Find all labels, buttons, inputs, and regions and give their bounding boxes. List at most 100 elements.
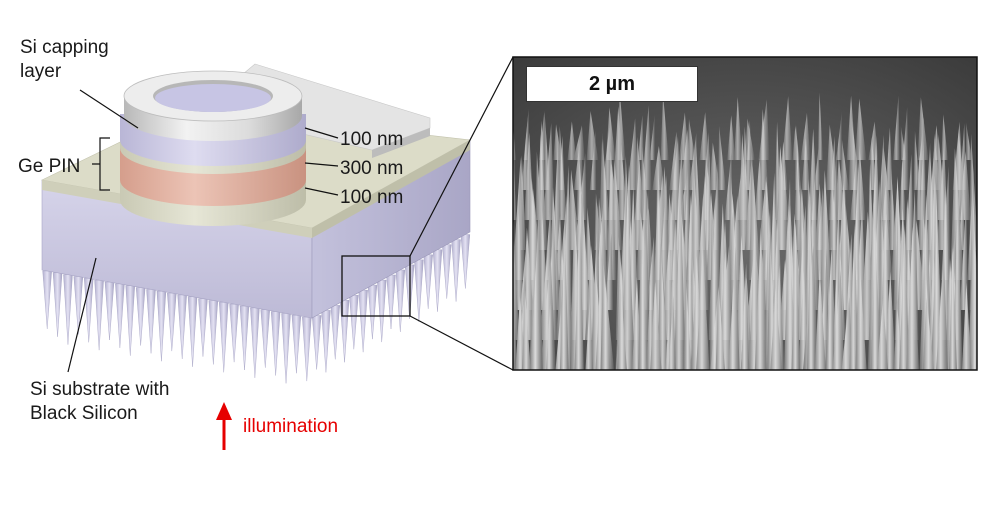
sem-needle — [513, 157, 526, 280]
sem-needle — [638, 256, 648, 370]
sem-needle — [775, 145, 790, 250]
leader-lines — [67, 89, 339, 373]
sem-needle — [546, 302, 554, 370]
ge-pin-label: Ge PIN — [18, 156, 81, 177]
black-silicon-spike — [104, 281, 115, 341]
capping-layer-label: Si capping layer — [20, 36, 109, 84]
sem-needle — [627, 118, 639, 190]
black-silicon-spike — [219, 302, 229, 373]
black-silicon-spike — [73, 276, 84, 335]
sem-needle — [673, 192, 686, 370]
sem-needle — [840, 139, 849, 190]
sem-needle — [836, 111, 842, 160]
sem-needle — [877, 297, 889, 370]
black-silicon-spike — [115, 283, 125, 348]
black-silicon-spike — [302, 316, 312, 382]
thickness-bottom-label: 100 nm — [340, 187, 404, 208]
sem-needle — [521, 289, 531, 370]
black-silicon-spike — [63, 274, 73, 345]
black-silicon-spike — [146, 289, 156, 354]
sem-needle — [514, 211, 525, 310]
scale-bar-label: 2 µm — [526, 66, 698, 102]
sem-needle — [559, 230, 569, 370]
sem-needle — [980, 150, 989, 220]
sem-needle — [727, 115, 736, 160]
black-silicon-spike — [395, 269, 406, 332]
sem-needle — [585, 294, 594, 370]
zoom-callout — [341, 56, 514, 371]
sem-needle — [791, 224, 800, 370]
sem-needle — [668, 295, 676, 370]
sem-needle — [740, 263, 750, 370]
black-silicon-spike — [156, 291, 167, 362]
zoom-line-bottom — [409, 315, 514, 371]
sem-needle — [978, 177, 989, 250]
sem-needle — [696, 245, 710, 370]
black-silicon-spike — [291, 315, 302, 374]
black-silicon-spike — [432, 249, 443, 312]
sem-needle — [758, 108, 769, 190]
sem-needle — [718, 125, 726, 190]
illumination-arrow-head — [216, 402, 232, 420]
sem-needle — [754, 227, 767, 370]
sem-needle — [649, 114, 655, 160]
sem-needle — [683, 271, 692, 370]
capping-label-line2: layer — [20, 61, 62, 82]
pad-side — [372, 128, 430, 158]
sem-needle — [567, 121, 577, 160]
black-silicon-spike — [451, 239, 461, 302]
black-silicon-spike — [358, 289, 368, 353]
sem-needle — [617, 283, 627, 370]
sem-needle — [794, 124, 802, 190]
sem-needle — [832, 270, 845, 370]
black-silicon-spike — [229, 303, 239, 363]
sem-needle — [604, 233, 614, 310]
black-silicon-spike — [414, 259, 424, 322]
black-silicon-spike — [281, 313, 291, 384]
sem-needle — [699, 112, 710, 160]
sem-needle — [906, 226, 919, 370]
sem-needle — [573, 125, 585, 160]
ge-pin-bracket — [92, 137, 110, 191]
black-silicon-spike — [250, 307, 260, 378]
black-silicon-spike — [386, 274, 396, 330]
sem-needle — [801, 138, 811, 190]
black-silicon-spike — [321, 310, 331, 373]
sem-needle — [830, 151, 839, 280]
sem-needle — [899, 156, 906, 220]
black-silicon-spike — [135, 287, 146, 346]
black-silicon-spike — [349, 295, 359, 350]
sem-needle — [513, 240, 514, 250]
sem-needle — [965, 122, 973, 160]
zoom-region-box — [341, 255, 411, 317]
ge-pin-pillar — [120, 70, 306, 226]
black-silicon-spike — [460, 234, 471, 289]
sem-needle — [782, 96, 793, 160]
black-silicon-spike — [198, 298, 208, 357]
sem-frame — [512, 56, 978, 371]
sem-needle — [637, 115, 644, 160]
illumination-label: illumination — [243, 416, 339, 437]
black-silicon-spike — [42, 270, 52, 329]
sem-needle — [754, 158, 765, 220]
sem-needle — [976, 154, 977, 160]
black-silicon-spike — [187, 296, 198, 367]
black-silicon-spike — [125, 285, 135, 356]
sem-needle — [652, 145, 665, 190]
black-silicon-spike — [260, 309, 270, 368]
substrate-label: Si substrate with Black Silicon — [30, 378, 169, 426]
sem-needle — [640, 145, 650, 220]
sem-needle — [899, 224, 910, 370]
sem-needle — [650, 281, 662, 370]
sem-needle — [680, 129, 692, 190]
oxide-right-edge — [312, 140, 470, 238]
thickness-middle-label: 300 nm — [340, 158, 404, 179]
sem-needle — [855, 98, 867, 160]
substrate-label-line1: Si substrate with — [30, 379, 170, 400]
sem-needle — [977, 208, 989, 400]
sem-needle — [589, 130, 597, 190]
capping-leader — [79, 89, 139, 129]
black-silicon-spike — [311, 315, 322, 370]
black-silicon-spike — [367, 284, 378, 340]
